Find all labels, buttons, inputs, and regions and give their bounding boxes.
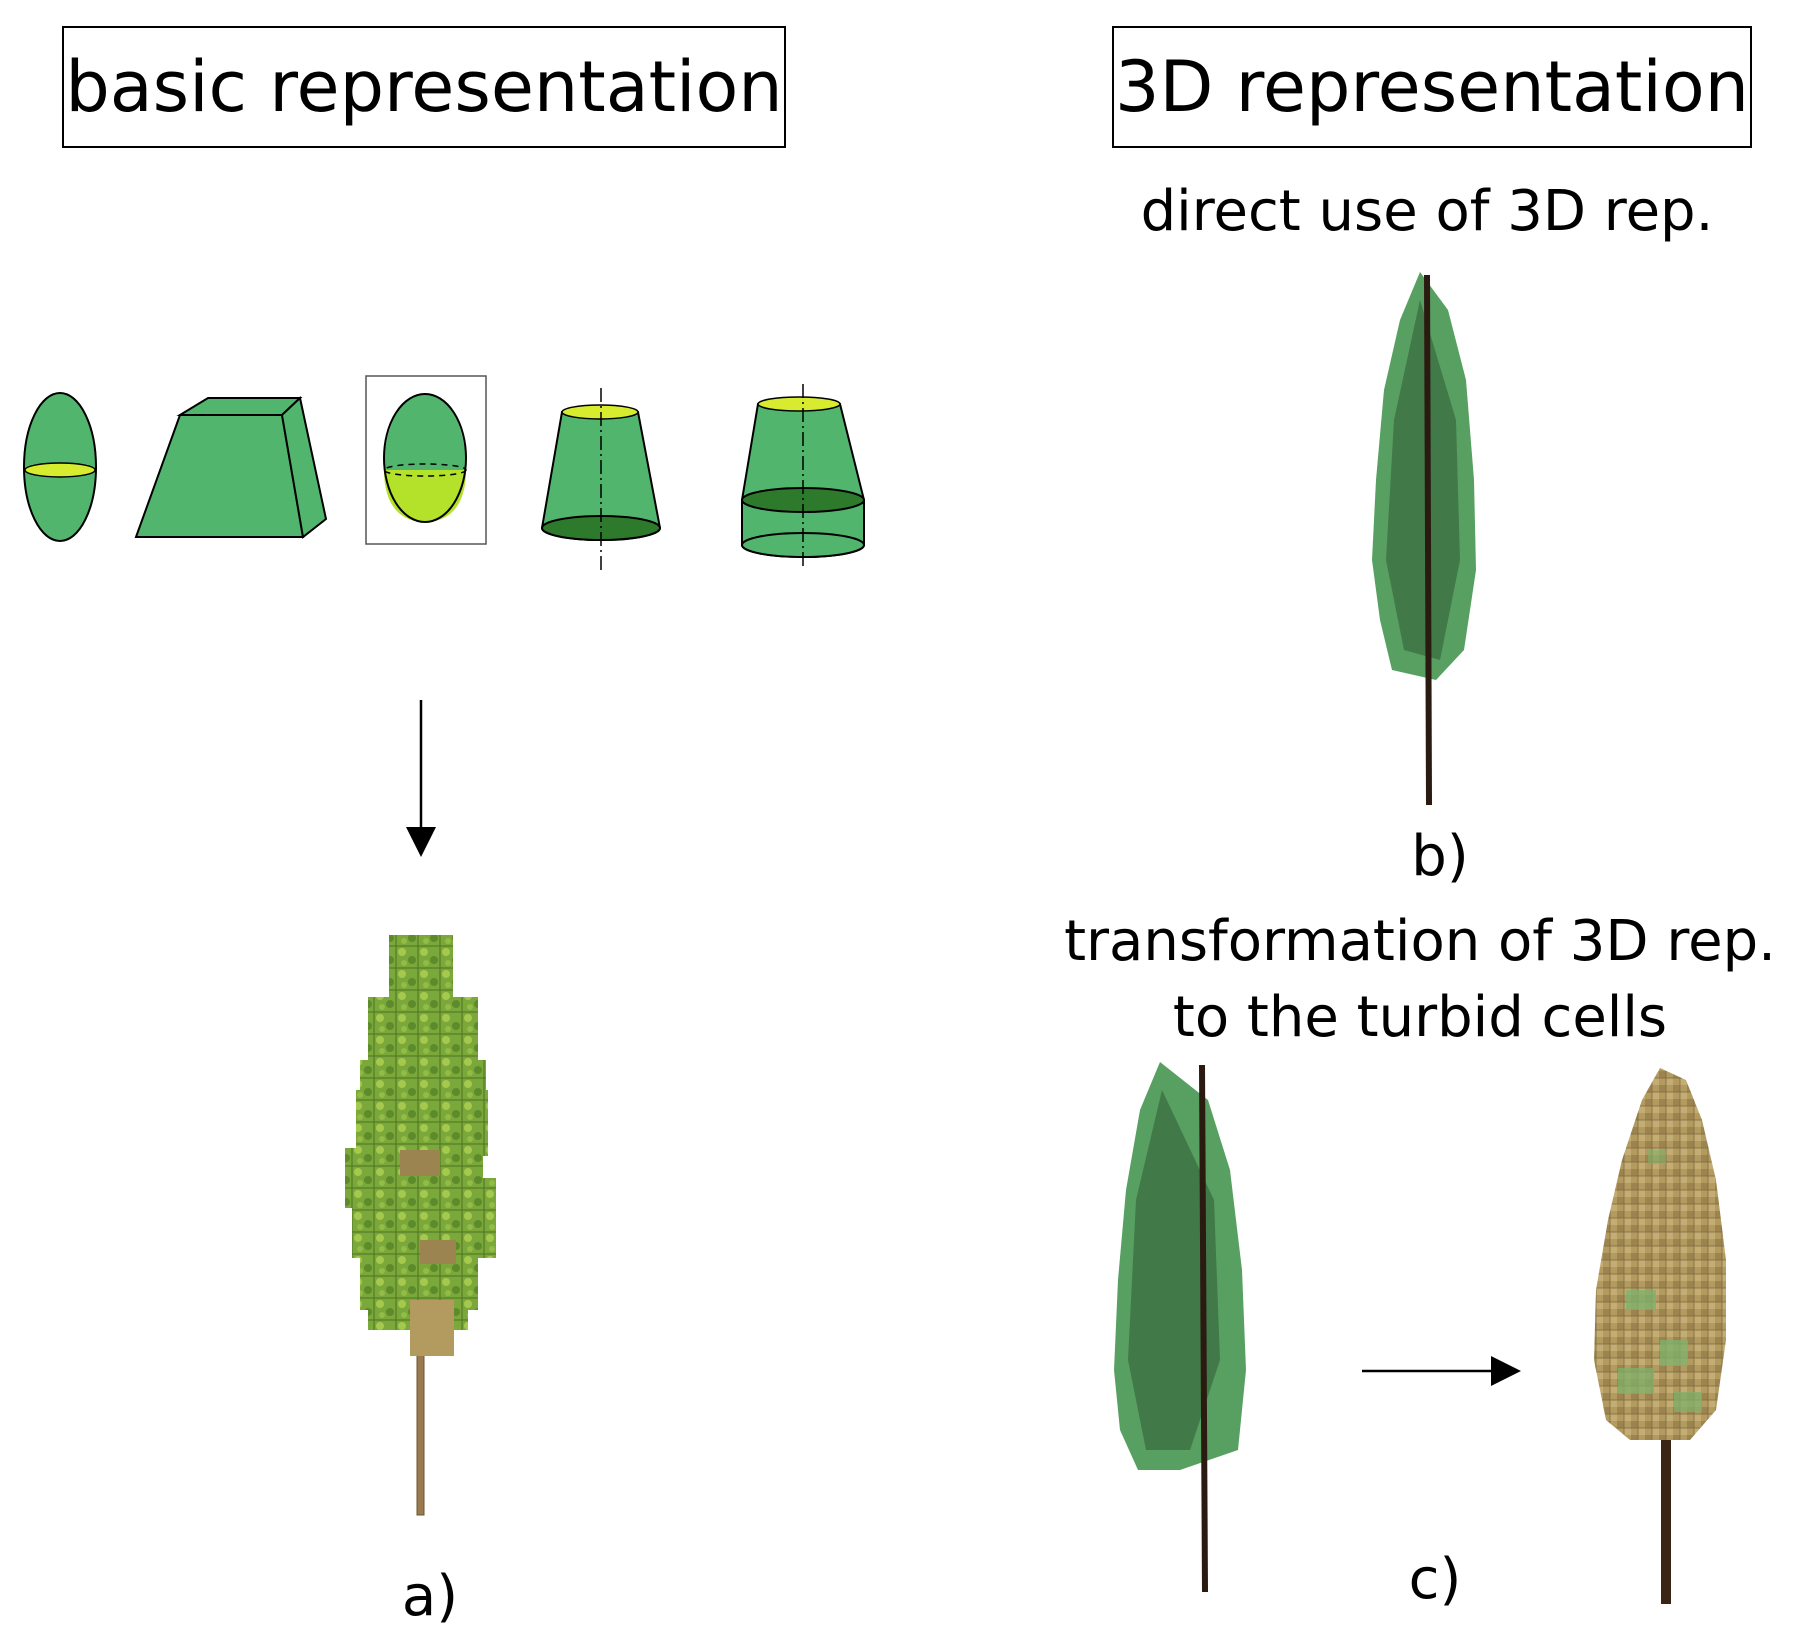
panel-label-c: c): [1408, 1547, 1462, 1612]
3d-conifer-tree: [1372, 272, 1476, 806]
panel-label-a: a): [401, 1564, 459, 1629]
transformation-caption-line1: transformation of 3D rep.: [1064, 909, 1776, 974]
basic-representation-title: basic representation: [65, 46, 783, 128]
voxel-tree: [345, 935, 496, 1516]
panel-label-b: b): [1411, 824, 1469, 889]
truncated-pyramid-shape: [134, 396, 328, 539]
3d-conifer-tree-c: [1114, 1062, 1246, 1593]
half-filled-ellipsoid-shape: [365, 375, 487, 545]
truncated-cone-shape: [540, 388, 662, 570]
3d-representation-title: 3D representation: [1114, 46, 1750, 128]
transformation-caption-line2: to the turbid cells: [1172, 985, 1668, 1050]
3d-representation-header: 3D representation: [1112, 26, 1752, 148]
cone-on-cylinder-shape: [741, 384, 865, 568]
direct-use-caption: direct use of 3D rep.: [1140, 179, 1714, 244]
basic-representation-header: basic representation: [62, 26, 786, 148]
turbid-cell-tree: [1594, 1068, 1726, 1604]
ellipsoid-shape: [23, 392, 97, 542]
